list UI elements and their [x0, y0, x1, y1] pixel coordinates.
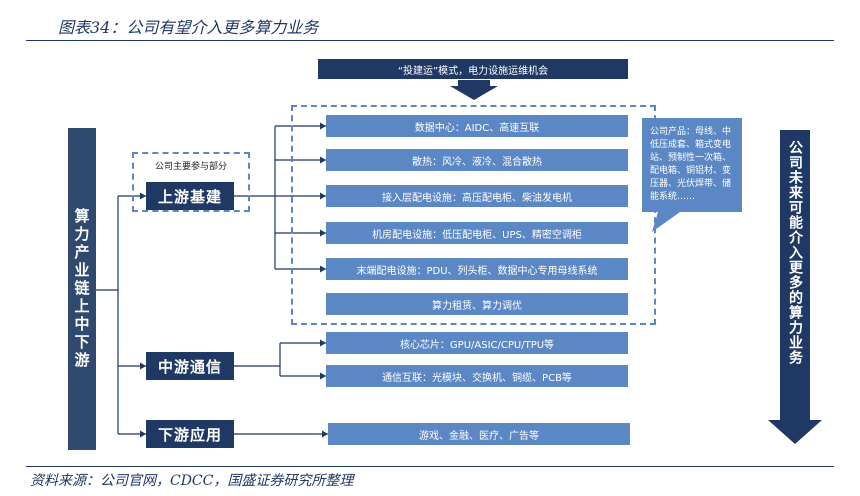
banner-down-arrow — [450, 80, 498, 100]
future-business-label: 公司未来可能介入更多的算力业务 — [787, 140, 803, 365]
industry-chain-label: 算力产业链上中下游 — [72, 208, 91, 370]
title-rule — [26, 40, 834, 41]
upstream-item: 数据中心：AIDC、高速互联 — [326, 115, 628, 137]
source-note: 资料来源：公司官网，CDCC，国盛证券研究所整理 — [30, 473, 354, 489]
upstream-item: 算力租赁、算力调优 — [326, 293, 628, 315]
stage-downstream: 下游应用 — [146, 420, 234, 448]
figure-title: 图表34：公司有望介入更多算力业务 — [58, 18, 319, 37]
upstream-item: 接入层配电设施：高压配电柜、柴油发电机 — [326, 185, 628, 207]
upstream-item: 机房配电设施：低压配电柜、UPS、精密空调柜 — [326, 222, 628, 244]
future-business-label-wrap: 公司未来可能介入更多的算力业务 — [780, 140, 810, 420]
stage-midstream: 中游通信 — [146, 352, 234, 380]
right-down-arrow — [768, 130, 822, 444]
participation-label: 公司主要参与部分 — [154, 161, 227, 172]
upstream-group-box — [291, 105, 656, 325]
midstream-item: 核心芯片：GPU/ASIC/CPU/TPU等 — [326, 332, 628, 354]
midstream-item: 通信互联：光模块、交换机、铜缆、PCB等 — [326, 365, 628, 387]
company-products-callout: 公司产品：母线、中低压成套、箱式变电站、预制性一次箱、配电箱、铜铝材、变压器、光… — [650, 127, 732, 202]
participation-box — [132, 152, 250, 212]
callout-bubble — [642, 118, 742, 232]
top-banner: “投建运”模式，电力设施运维机会 — [318, 59, 628, 79]
footer-rule — [26, 466, 834, 467]
industry-chain-bar: 算力产业链上中下游 — [68, 128, 96, 450]
upstream-item: 末端配电设施：PDU、列头柜、数据中心专用母线系统 — [326, 258, 628, 280]
arrowheads — [140, 192, 328, 438]
upstream-item: 散热：风冷、液冷、混合散热 — [326, 149, 628, 171]
downstream-item: 游戏、金融、医疗、广告等 — [328, 423, 630, 445]
stage-upstream: 上游基建 — [146, 182, 234, 210]
